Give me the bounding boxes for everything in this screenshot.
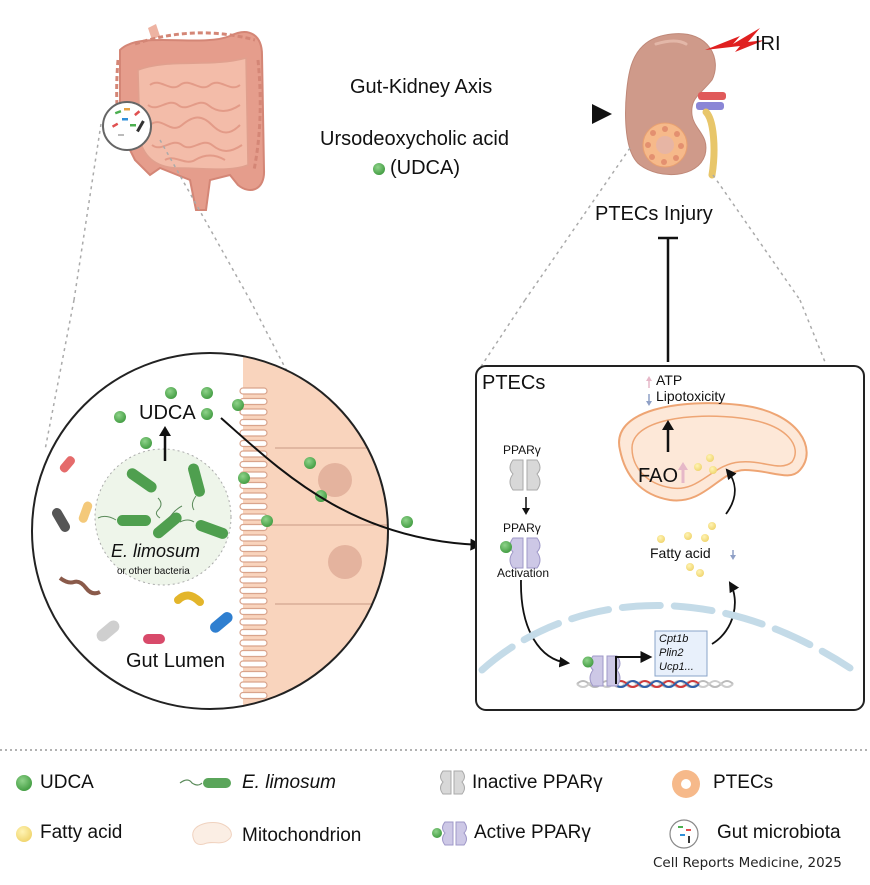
- villus: [239, 492, 268, 500]
- fatty-acid-label: Fatty acid: [650, 545, 711, 561]
- gut-kidney-axis-label: Gut-Kidney Axis: [350, 76, 493, 98]
- axis-arrowhead: [592, 104, 612, 124]
- lipotoxicity-label: Lipotoxicity: [656, 388, 726, 404]
- udca-transport-arrow: [220, 417, 483, 551]
- villus: [239, 460, 268, 469]
- atp-label: ATP: [656, 372, 683, 388]
- villus: [239, 586, 268, 595]
- inactive-ppar-label: PPARγ: [503, 443, 541, 457]
- villus: [239, 597, 268, 605]
- villus: [239, 387, 268, 395]
- villus: [239, 660, 268, 668]
- villus: [239, 408, 268, 416]
- ptecs-tubule-icon: [642, 122, 688, 168]
- ptecs-injury-label: PTECs Injury: [595, 203, 713, 225]
- villus: [239, 523, 268, 532]
- fao-label: FAO: [638, 465, 679, 487]
- legend-label-ptecs: PTECs: [713, 772, 774, 793]
- villus: [239, 639, 268, 647]
- villus: [239, 502, 268, 511]
- citation-credit: Cell Reports Medicine, 2025: [653, 855, 842, 871]
- inhibition-line: [658, 236, 678, 362]
- villus: [239, 565, 268, 574]
- villus: [239, 418, 268, 427]
- kidney-illustration: [625, 28, 765, 179]
- gut-microbiota-inset: [102, 101, 152, 151]
- legend-label-mitochondrion: Mitochondrion: [242, 825, 362, 846]
- active-ppar-protein: [509, 537, 541, 569]
- villus: [239, 618, 268, 626]
- legend-label-e-limosum: E. limosum: [242, 772, 336, 793]
- other-bacteria-label: or other bacteria: [117, 566, 190, 577]
- villus: [239, 681, 268, 689]
- villus: [239, 555, 268, 563]
- e-limosum-bacteria: [117, 463, 229, 539]
- gut-lumen-panel: [31, 352, 413, 710]
- legend-label-inactive-ppar: Inactive PPARγ: [472, 772, 603, 793]
- legend-active-ppar-icon: [432, 821, 467, 846]
- gut-udca-label: UDCA: [139, 402, 196, 424]
- activation-label: Activation: [497, 566, 550, 580]
- villus: [239, 429, 268, 437]
- active-ppar-label: PPARγ: [503, 521, 541, 535]
- udca-full-name: Ursodeoxycholic acid: [320, 128, 509, 150]
- udca-abbreviation: (UDCA): [390, 157, 460, 179]
- kidney-zoom-lines: [479, 147, 826, 369]
- e-limosum-label: E. limosum: [111, 541, 201, 561]
- udca-molecules: [114, 387, 413, 528]
- villus: [239, 544, 268, 553]
- gene-plin2: Plin2: [659, 647, 684, 659]
- villus: [239, 397, 268, 406]
- legend-inactive-ppar-icon: [440, 770, 465, 795]
- legend-label-fatty-acid: Fatty acid: [40, 822, 123, 843]
- legend-fatty-acid-icon: [16, 826, 32, 842]
- legend-gut-microbiota-icon: [669, 819, 699, 849]
- villus: [239, 691, 268, 700]
- nucleus-envelope: [478, 602, 854, 674]
- fatty-acid-molecules: [657, 454, 717, 577]
- iri-label: IRI: [755, 33, 781, 55]
- villus: [239, 607, 268, 616]
- legend-udca-icon: [16, 775, 32, 791]
- villus: [239, 670, 268, 679]
- gut-lumen-label: Gut Lumen: [126, 650, 225, 672]
- villus: [239, 628, 268, 637]
- inactive-ppar-protein: [509, 459, 541, 491]
- ptecs-panel-title: PTECs: [482, 372, 546, 394]
- villus: [239, 534, 268, 542]
- injury-bolt-icon: [705, 28, 765, 52]
- legend-label-gut-microbiota: Gut microbiota: [717, 822, 841, 843]
- legend-label-active-ppar: Active PPARγ: [474, 822, 591, 843]
- legend-e-limosum-icon: [179, 778, 231, 788]
- udca-dot-icon: [373, 163, 385, 175]
- villus: [239, 649, 268, 658]
- gene-cpt1b: Cpt1b: [659, 633, 689, 645]
- legend-label-udca: UDCA: [40, 772, 94, 793]
- legend-ptecs-icon: [672, 770, 700, 798]
- villus: [239, 576, 268, 584]
- gene-ucp1: Ucp1...: [659, 661, 694, 673]
- villus: [239, 481, 268, 490]
- gene-box: [654, 630, 708, 677]
- legend-mitochondrion-icon: [192, 822, 232, 845]
